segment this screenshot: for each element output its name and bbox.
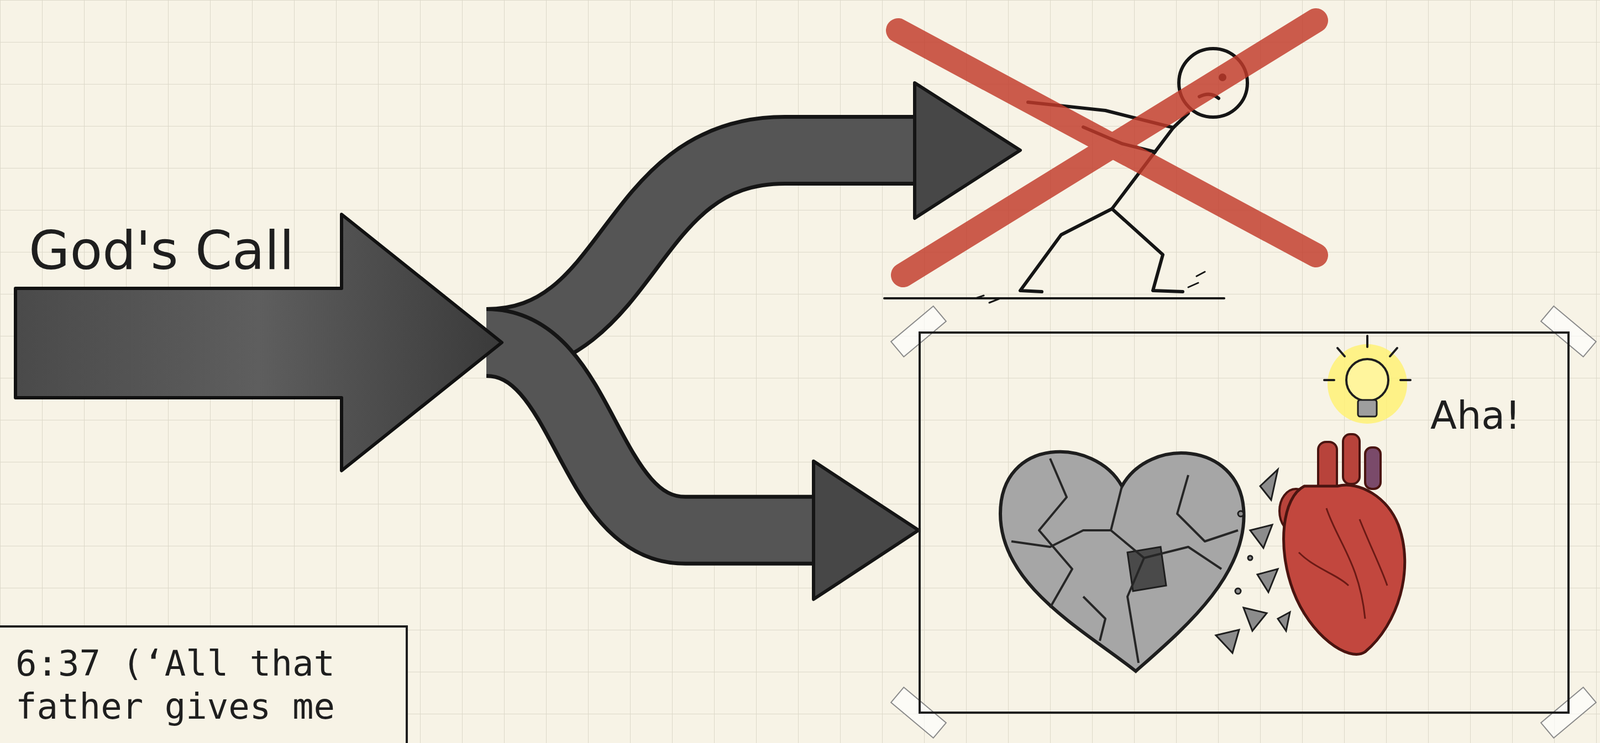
upper-branch-arrow xyxy=(914,82,1021,219)
light-bulb xyxy=(1324,336,1411,381)
arrow-band-outline xyxy=(486,342,817,531)
node-text: 6:37 (‘All that father gives me xyxy=(15,642,348,729)
arrow-shape xyxy=(15,214,502,471)
tape xyxy=(890,306,1597,739)
flesh-heart xyxy=(1343,434,1360,485)
stone-heart xyxy=(1144,547,1222,570)
upper-branch-arrow xyxy=(486,82,1021,343)
light-bulb xyxy=(1324,379,1335,382)
stone-fragments xyxy=(1237,511,1244,517)
flesh-heart xyxy=(1359,519,1388,586)
flesh-heart xyxy=(1279,434,1405,655)
stone-fragments xyxy=(1215,630,1240,654)
stone-heart xyxy=(1083,596,1106,642)
upper-branch-arrow xyxy=(486,150,922,343)
node-text: Aha! xyxy=(1430,392,1521,439)
stone-fragments xyxy=(1247,555,1253,561)
stone-heart xyxy=(1177,475,1238,542)
stone-fragments xyxy=(1215,469,1290,654)
light-bulb xyxy=(1346,359,1389,402)
light-bulb xyxy=(1324,336,1411,424)
light-bulb xyxy=(1389,348,1398,357)
stick-figure xyxy=(1020,208,1112,292)
stone-fragments xyxy=(1243,607,1267,632)
cross-out xyxy=(903,20,1316,276)
verse-box: 6:37 (‘All that father gives me xyxy=(0,625,408,743)
call-arrow: God's Call xyxy=(11,210,503,476)
upper-branch-arrow xyxy=(486,150,922,343)
taped-frame: Aha! xyxy=(918,331,1570,715)
stone-heart xyxy=(1000,452,1245,672)
stick-figure xyxy=(884,297,1225,300)
light-bulb xyxy=(1357,400,1377,417)
arrow-head xyxy=(813,461,919,600)
flesh-heart xyxy=(1283,485,1405,655)
stone-fragments xyxy=(1250,525,1273,549)
flesh-heart xyxy=(1298,552,1349,586)
stone-heart xyxy=(1110,486,1145,664)
stone-fragments xyxy=(1277,612,1290,632)
light-bulb xyxy=(1366,336,1369,348)
flesh-heart xyxy=(1365,447,1381,490)
stone-heart xyxy=(1011,530,1111,548)
stone-heart xyxy=(1000,452,1245,672)
flesh-heart xyxy=(1326,508,1366,619)
node-text: God's Call xyxy=(28,219,295,282)
light-bulb xyxy=(1327,344,1408,424)
light-bulb xyxy=(1400,379,1411,382)
stone-heart xyxy=(1011,458,1238,664)
stone-heart xyxy=(1039,458,1073,608)
arrow-band xyxy=(486,342,817,531)
stone-fragments xyxy=(1257,569,1278,593)
stick-figure xyxy=(975,271,1205,303)
cross-out xyxy=(898,20,1316,276)
stone-fragments xyxy=(1260,469,1278,501)
branch-arrow xyxy=(486,342,919,600)
stone-fragments xyxy=(1235,588,1241,595)
stick-figure xyxy=(1111,208,1183,292)
light-bulb xyxy=(1337,348,1345,357)
flesh-heart xyxy=(1298,508,1388,619)
